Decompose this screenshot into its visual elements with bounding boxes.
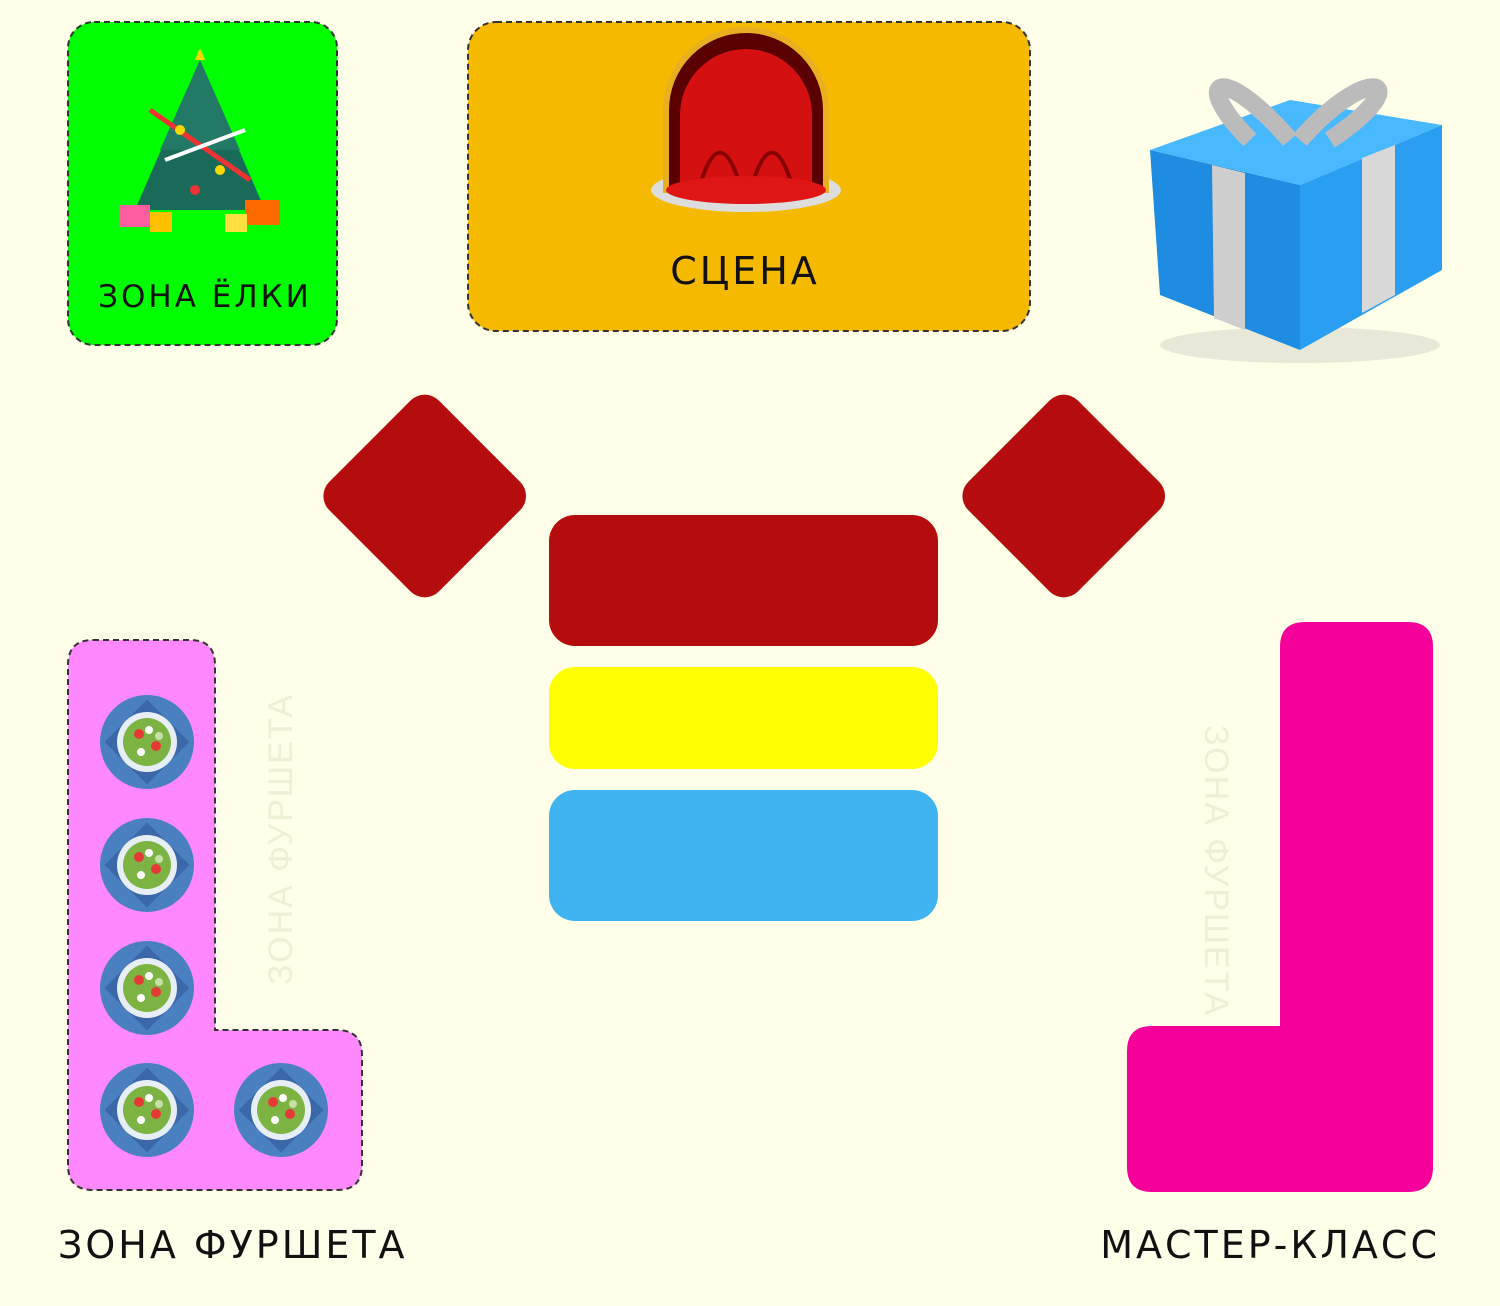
stage-curtain-icon bbox=[651, 27, 841, 212]
masterclass-watermark: ЗОНА ФУРШЕТА bbox=[1197, 725, 1235, 1017]
table-blue[interactable] bbox=[549, 790, 938, 921]
table-yellow[interactable] bbox=[549, 667, 938, 769]
buffet-label: ЗОНА ФУРШЕТА bbox=[58, 1223, 408, 1267]
buffet-watermark: ЗОНА ФУРШЕТА bbox=[262, 693, 300, 985]
table-diamond-right[interactable] bbox=[954, 386, 1173, 605]
christmas-tree-icon bbox=[120, 48, 280, 232]
stage-zone[interactable]: СЦЕНА bbox=[467, 21, 1031, 332]
table-red[interactable] bbox=[549, 515, 938, 646]
tree-zone-label: ЗОНА ЁЛКИ bbox=[98, 279, 312, 315]
gift-box-icon bbox=[1150, 78, 1442, 363]
tree-zone[interactable]: ЗОНА ЁЛКИ bbox=[67, 21, 338, 346]
salad-plate-icon bbox=[100, 818, 194, 912]
salad-plate-icon bbox=[100, 1063, 194, 1157]
salad-plate-icon bbox=[100, 695, 194, 789]
buffet-zone[interactable] bbox=[67, 639, 363, 1191]
masterclass-label: МАСТЕР-КЛАСС bbox=[1100, 1223, 1440, 1267]
stage-label: СЦЕНА bbox=[670, 249, 820, 293]
salad-plate-icon bbox=[100, 941, 194, 1035]
table-diamond-left[interactable] bbox=[315, 386, 534, 605]
salad-plate-icon bbox=[234, 1063, 328, 1157]
masterclass-zone[interactable] bbox=[1127, 622, 1433, 1192]
